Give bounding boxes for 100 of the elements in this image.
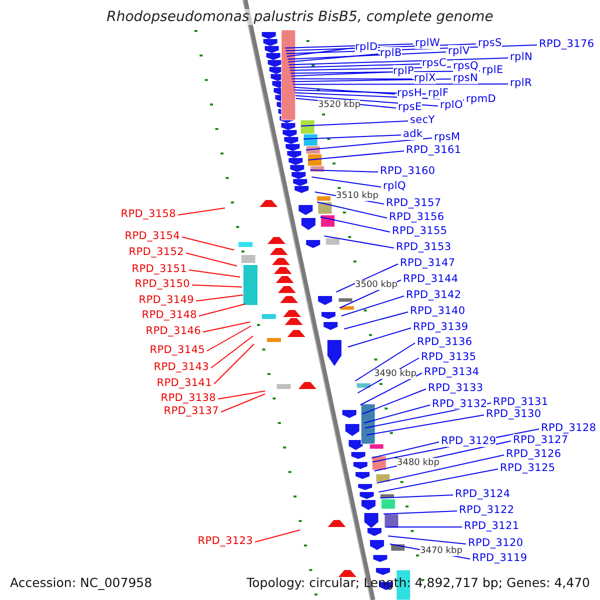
gene-label: RPD_3151 [132,263,187,275]
gene-label: RPD_3125 [500,462,556,474]
leader-line [308,150,404,160]
gene-label: RPD_3142 [406,289,462,301]
gene-label: rpsE [398,101,422,113]
leader-line [378,468,498,492]
gene-label: RPD_3176 [539,38,594,50]
gene-label: rplO [440,99,463,111]
leader-line [198,304,246,316]
gene-label: RPD_3141 [156,377,212,389]
leader-line [340,296,404,316]
gene-label: rpsN [453,72,478,84]
leader-line [380,494,454,498]
scale-label: 3470 kbp [420,546,462,556]
leader-line [294,95,438,106]
leader-line [344,312,408,330]
gene-label: RPD_3148 [142,309,197,321]
gene-label: RPD_3145 [150,344,205,356]
leader-line [192,284,242,288]
leader-line [354,342,416,382]
leader-line [178,208,226,216]
gene-label: RPD_3149 [138,294,194,306]
leader-line [347,328,412,348]
leader-line [188,270,240,278]
gene-label: rplP [393,65,414,77]
leader-line [324,236,394,248]
gene-label: RPD_3137 [164,405,219,417]
gene-label: rpsH [397,87,422,99]
gene-label: RPD_3136 [417,336,472,348]
gene-label: RPD_3130 [486,408,542,420]
gene-label: RPD_3144 [403,273,458,285]
leader-line [288,54,378,62]
scale-label: 3520 kbp [318,100,360,110]
gene-label: RPD_3155 [392,225,448,237]
scale-label: 3480 kbp [397,458,440,468]
gene-label: rplR [510,77,532,89]
leader-line [292,84,508,85]
leader-line [376,454,504,484]
leader-line [220,394,266,412]
gene-label: RPD_3157 [386,197,442,209]
leader-line [286,48,354,57]
genome-info-text: Topology: circular; Length: 4,892,717 bp; Genes: 4,470 [246,575,590,590]
leader-line [388,536,466,544]
gene-label: RPD_3121 [464,520,520,532]
gene-label: RPD_3139 [413,321,468,333]
leader-line [292,78,452,82]
leader-line [303,134,402,140]
gene-label: RPD_3152 [128,246,184,258]
gene-label: rplQ [383,180,406,192]
gene-label: rpsM [434,131,460,143]
scale-label: 3500 kbp [355,280,398,290]
gene-label: RPD_3150 [134,278,190,290]
leader-line [336,264,398,292]
leader-line [371,442,440,458]
gene-label: RPD_3129 [441,435,496,447]
scale-label: 3510 kbp [336,191,378,201]
gene-label: rplX [414,72,436,84]
gene-label: secY [410,114,435,126]
gene-label: rplN [510,51,533,63]
leader-line [288,64,420,68]
gene-label: RPD_3138 [160,392,216,404]
gene-label: RPD_3135 [421,351,476,363]
leader-line [284,44,414,48]
gene-label: rpmD [466,93,496,105]
gene-label: rplV [448,45,470,57]
leader-line [196,294,244,302]
leader-line [290,72,392,76]
leader-line [305,138,432,150]
leader-line [293,86,396,94]
accession-text: Accession: NC_007958 [10,575,152,590]
gene-label: RPD_3158 [120,208,176,220]
gene-label: RPD_3146 [146,325,201,337]
gene-label: RPD_3123 [198,535,253,547]
leader-line [254,530,300,542]
leader-line [386,526,462,528]
leader-line [311,176,382,188]
gene-label: rplF [428,87,449,99]
gene-label: RPD_3156 [389,211,444,223]
leader-line [214,344,254,384]
gene-label: RPD_3119 [472,552,528,564]
gene-label: RPD_3161 [406,144,462,156]
leader-line [382,510,458,514]
gene-label: rplW [415,37,440,49]
gene-label: RPD_3143 [154,361,209,373]
gene-label: RPD_3153 [396,241,452,253]
gene-label: RPD_3122 [459,504,514,516]
gene-label: rpsC [422,57,447,69]
leader-line [316,202,388,218]
gene-label: RPD_3133 [428,382,484,394]
gene-label: RPD_3132 [432,398,488,410]
gene-label: rplB [380,47,402,59]
scale-label: 3490 kbp [374,369,416,379]
leader-line [362,388,426,414]
leader-line [366,414,484,436]
leader-line [320,216,390,232]
leader-line [291,78,412,80]
leader-line [300,120,408,126]
leader-line [206,326,252,352]
gene-label: rpsQ [453,60,479,72]
gene-label: RPD_3160 [380,165,436,177]
